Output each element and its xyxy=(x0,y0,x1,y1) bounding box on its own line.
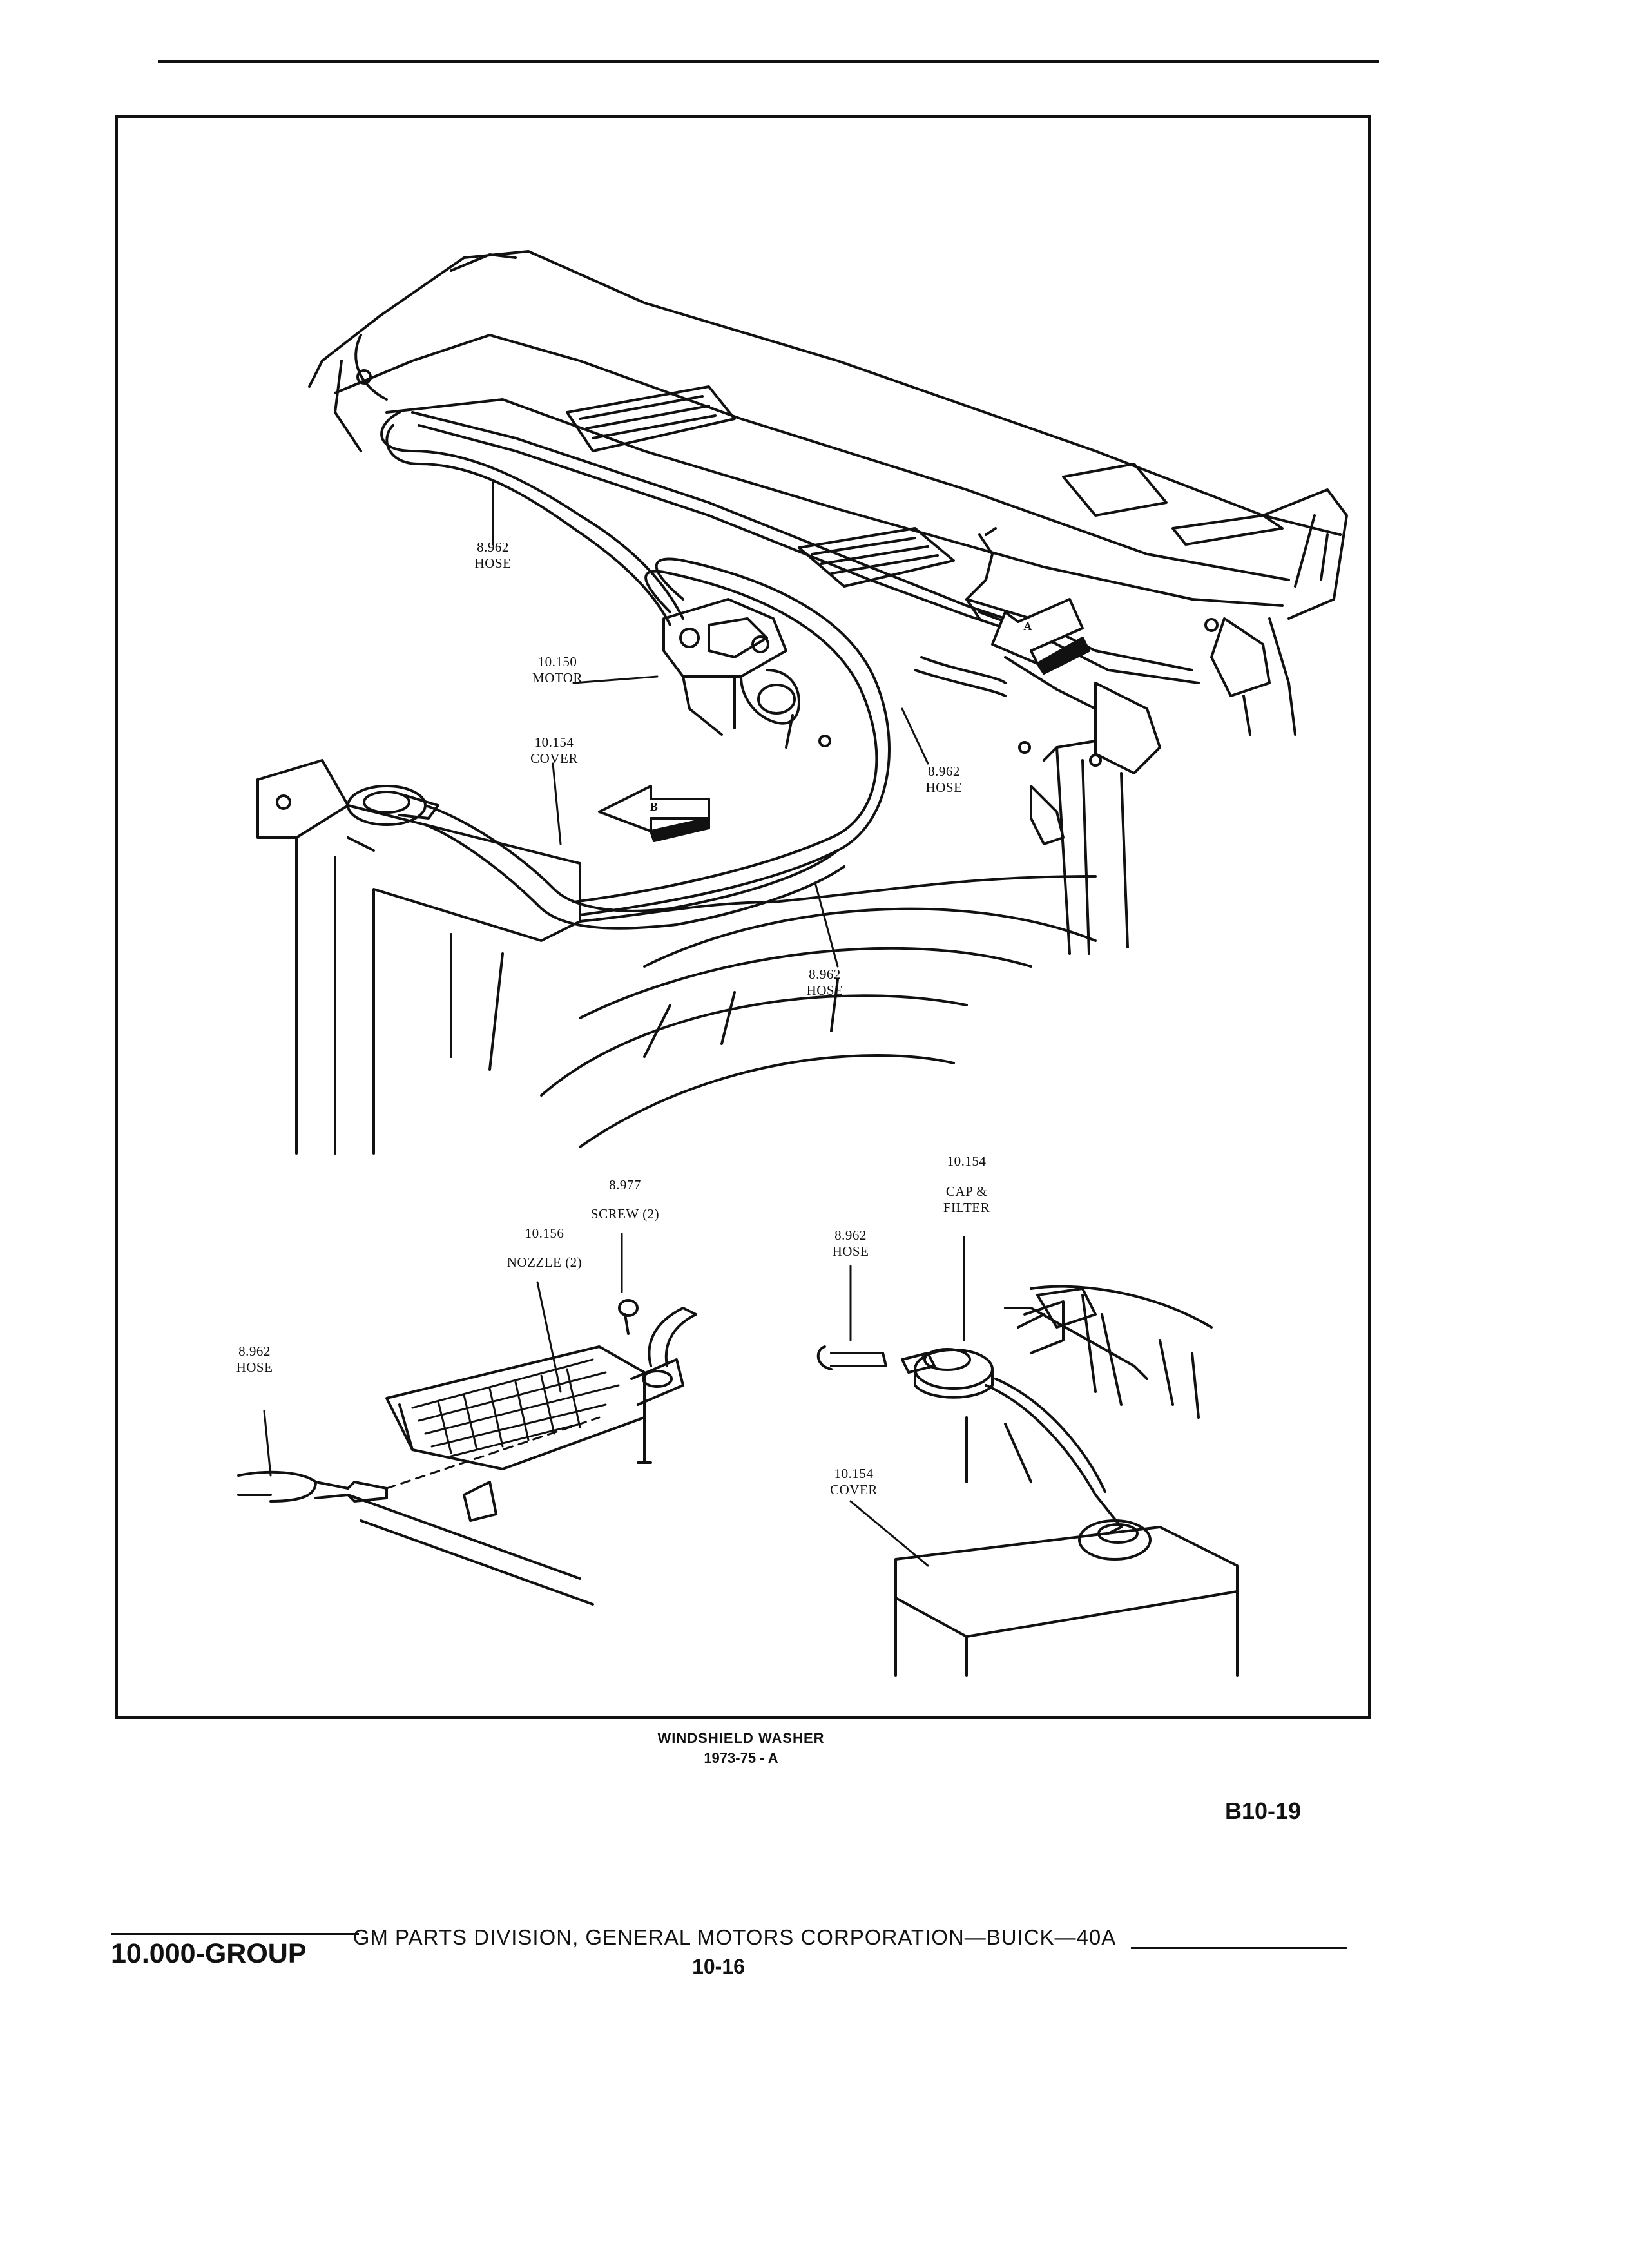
footer-right-rule xyxy=(1131,1947,1347,1949)
radiator-area xyxy=(256,759,1097,1155)
leader-lines-reservoir xyxy=(849,1236,965,1567)
footer-group: 10.000-GROUP xyxy=(111,1938,307,1969)
figure-reference-code: B10-19 xyxy=(1224,1798,1302,1824)
figure-frame xyxy=(115,115,1371,1719)
footer-group-rule xyxy=(111,1933,359,1935)
arrow-a xyxy=(991,598,1090,675)
washer-motor xyxy=(662,598,831,749)
leader-lines-main xyxy=(492,479,929,968)
leader-lines-nozzle xyxy=(263,1233,623,1477)
reservoir-detail xyxy=(816,1285,1239,1677)
nozzle-detail xyxy=(237,1299,697,1606)
arrow-b xyxy=(598,785,710,842)
hoses xyxy=(380,411,1007,930)
arrow-a-letter: A xyxy=(1023,620,1032,633)
footer-corporation: GM PARTS DIVISION, GENERAL MOTORS CORPOR… xyxy=(352,1925,1117,1949)
page-number: 10-16 xyxy=(692,1955,745,1978)
cowl-panel xyxy=(308,250,1348,955)
figure-caption-title: WINDSHIELD WASHER xyxy=(657,1730,825,1746)
header-rule xyxy=(158,60,1379,63)
arrow-b-letter: B xyxy=(650,800,659,813)
figure-caption-subtitle: 1973-75 - A xyxy=(704,1750,778,1766)
reservoir-cover-main xyxy=(347,785,439,826)
